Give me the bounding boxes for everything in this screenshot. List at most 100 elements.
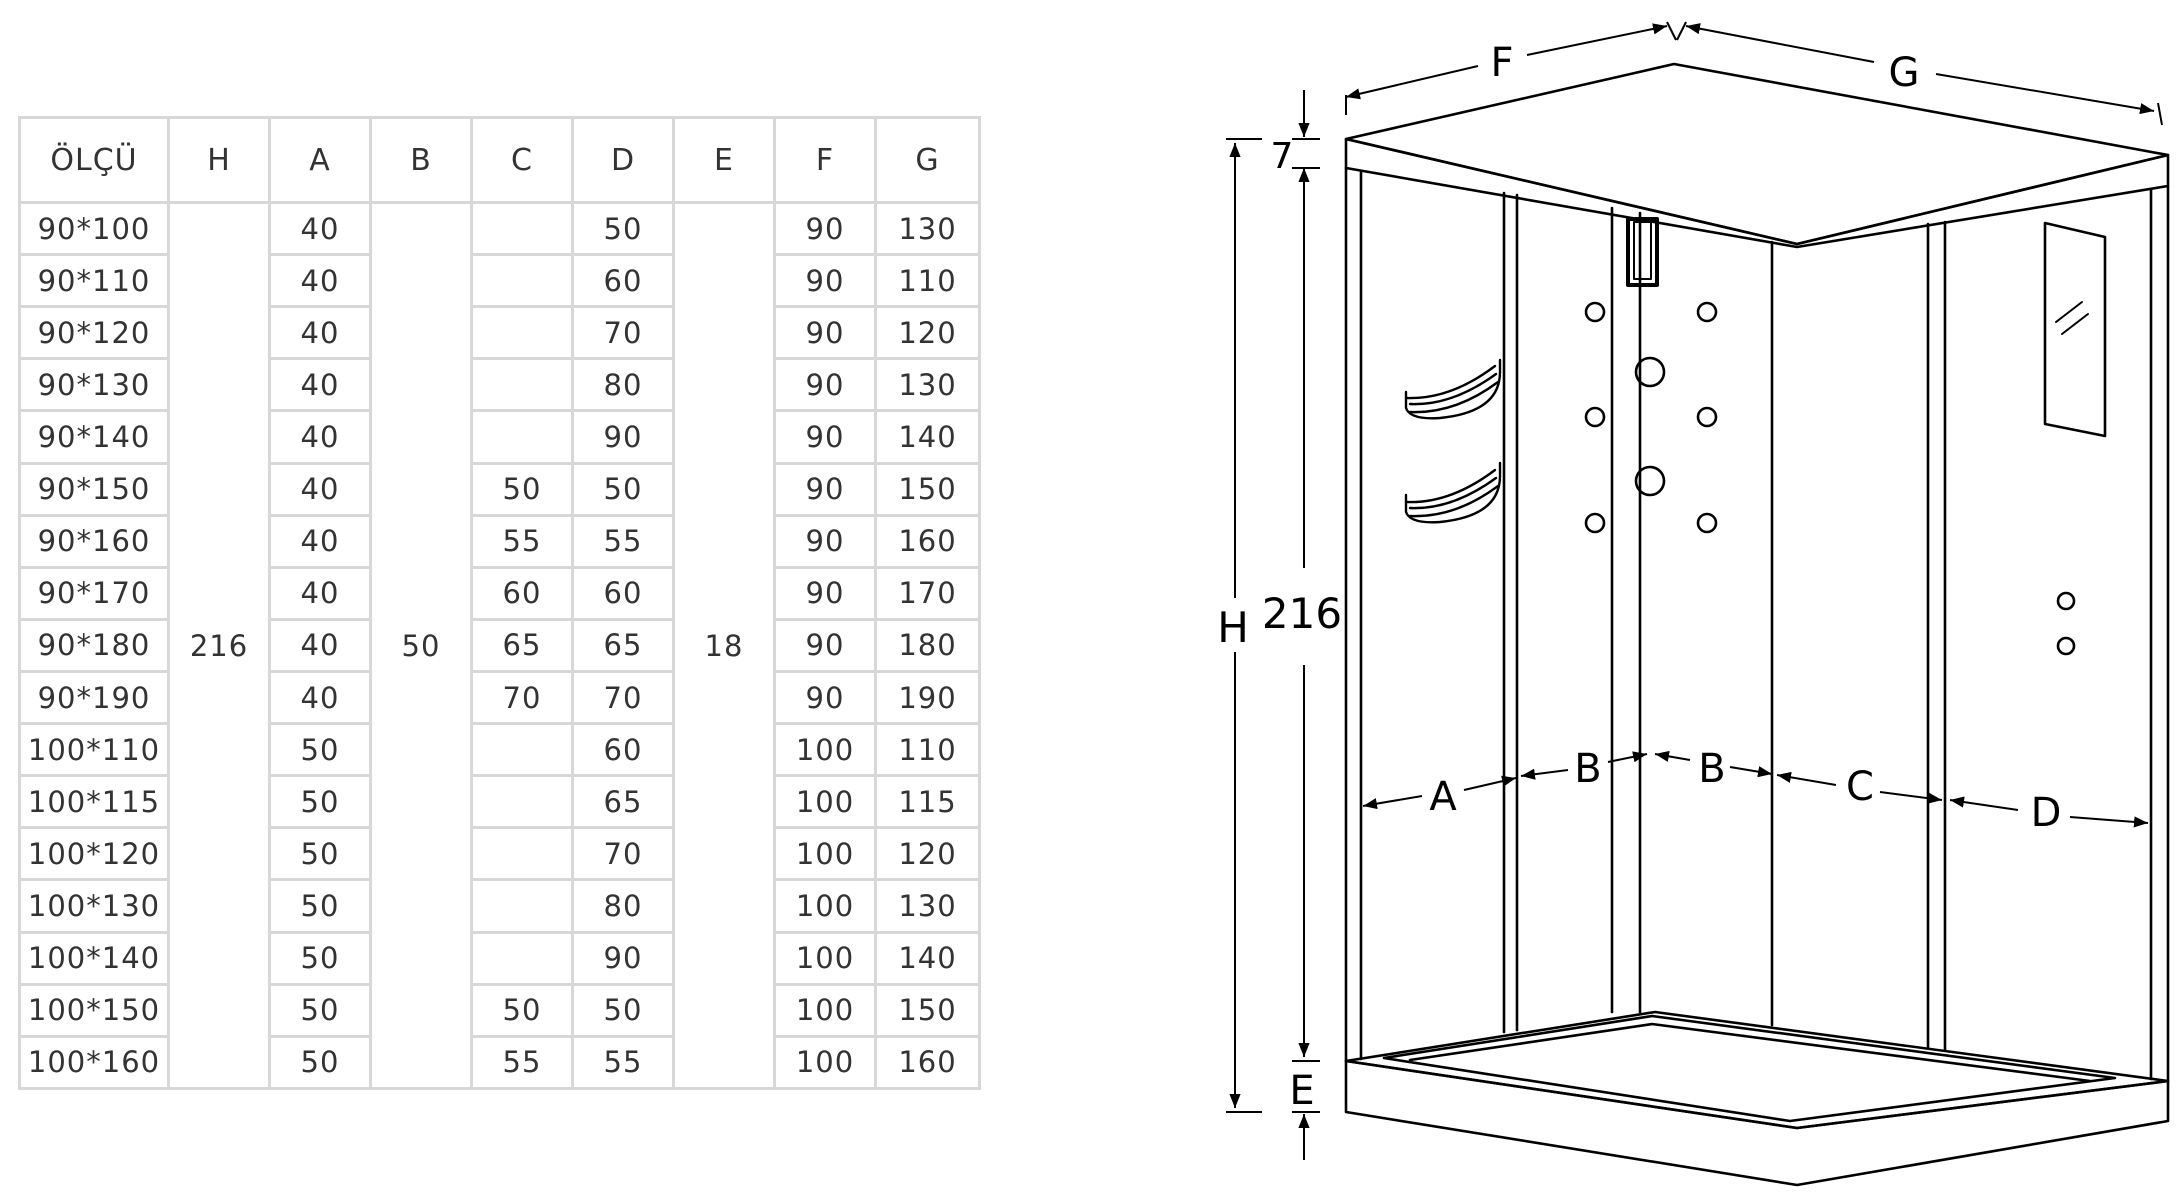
cell-g: 115 [874,774,981,830]
cell-size: 90*180 [18,617,170,673]
cabin-tray-front [1344,1059,2170,1187]
label-height-value: 216 [1262,589,1342,638]
cell-c [470,305,574,361]
cell-f: 100 [773,878,877,934]
jet-side-2 [2056,636,2076,656]
shower-head [1626,217,1659,287]
cell-c [470,722,574,778]
cell-size: 90*130 [18,357,170,413]
cell-g: 180 [874,617,981,673]
cell-b-merged: 50 [369,201,473,1090]
cell-g: 140 [874,409,981,465]
cell-g: 150 [874,461,981,517]
cell-size: 90*150 [18,461,170,517]
cell-f: 100 [773,930,877,986]
cell-d: 55 [571,513,675,569]
cell-g: 130 [874,357,981,413]
cell-size: 100*115 [18,774,170,830]
cell-f: 90 [773,253,877,309]
cell-g: 160 [874,1034,981,1091]
cell-size: 90*190 [18,669,170,726]
cell-f: 90 [773,461,877,517]
cabin-roof [1344,62,2170,246]
label-f: F [1490,40,1513,86]
cell-d: 70 [571,669,675,726]
label-b-left: B [1574,746,1601,792]
label-b-right: B [1698,746,1725,792]
cell-c [470,357,574,413]
cell-a: 40 [268,565,372,621]
header-size: ÖLÇÜ [18,116,170,204]
cell-f: 100 [773,826,877,882]
cell-d: 55 [571,1034,675,1091]
cell-size: 90*160 [18,513,170,569]
cell-d: 60 [571,722,675,778]
header-f: F [773,116,877,204]
label-a: A [1429,774,1457,820]
cell-a: 50 [268,878,372,934]
cell-a: 40 [268,669,372,726]
cell-d: 50 [571,461,675,517]
cell-a: 50 [268,722,372,778]
table-header-row: ÖLÇÜ H A B C D E F G [18,116,981,204]
cell-c [470,253,574,309]
cell-d: 70 [571,826,675,882]
cell-g: 170 [874,565,981,621]
header-a: A [268,116,372,204]
cell-f: 100 [773,1034,877,1091]
jet-side-1 [2056,591,2076,611]
cell-a: 50 [268,930,372,986]
cell-f: 90 [773,565,877,621]
jet-left-2 [1584,406,1606,428]
cell-c: 60 [470,565,574,621]
jet-left-3 [1584,512,1606,534]
cell-c [470,200,574,257]
cell-g: 140 [874,930,981,986]
cell-g: 120 [874,305,981,361]
cell-c: 50 [470,982,574,1038]
cell-a: 40 [268,513,372,569]
cell-c: 70 [470,669,574,726]
cell-size: 100*150 [18,982,170,1038]
cell-a: 40 [268,617,372,673]
cell-a: 40 [268,305,372,361]
shelf-lower [1404,461,1502,524]
cell-size: 100*120 [18,826,170,882]
cell-a: 40 [268,253,372,309]
cell-e-merged: 18 [672,201,776,1090]
cell-a: 50 [268,826,372,882]
jet-right-1 [1696,301,1718,323]
cell-g: 110 [874,722,981,778]
cell-g: 160 [874,513,981,569]
cell-a: 50 [268,982,372,1038]
cell-a: 40 [268,409,372,465]
cell-size: 90*120 [18,305,170,361]
header-d: D [571,116,675,204]
cell-c [470,878,574,934]
cell-c [470,930,574,986]
cell-size: 90*140 [18,409,170,465]
cell-a: 40 [268,461,372,517]
cell-size: 100*130 [18,878,170,934]
label-h: H [1217,603,1249,652]
label-e: E [1289,1068,1314,1114]
cell-size: 90*100 [18,200,170,257]
header-b: B [369,116,473,204]
cell-d: 60 [571,253,675,309]
cell-g: 130 [874,200,981,257]
cell-size: 90*110 [18,253,170,309]
cell-d: 80 [571,357,675,413]
cell-d: 80 [571,878,675,934]
cell-f: 90 [773,305,877,361]
mirror [2043,221,2107,438]
jet-right-3 [1696,512,1718,534]
